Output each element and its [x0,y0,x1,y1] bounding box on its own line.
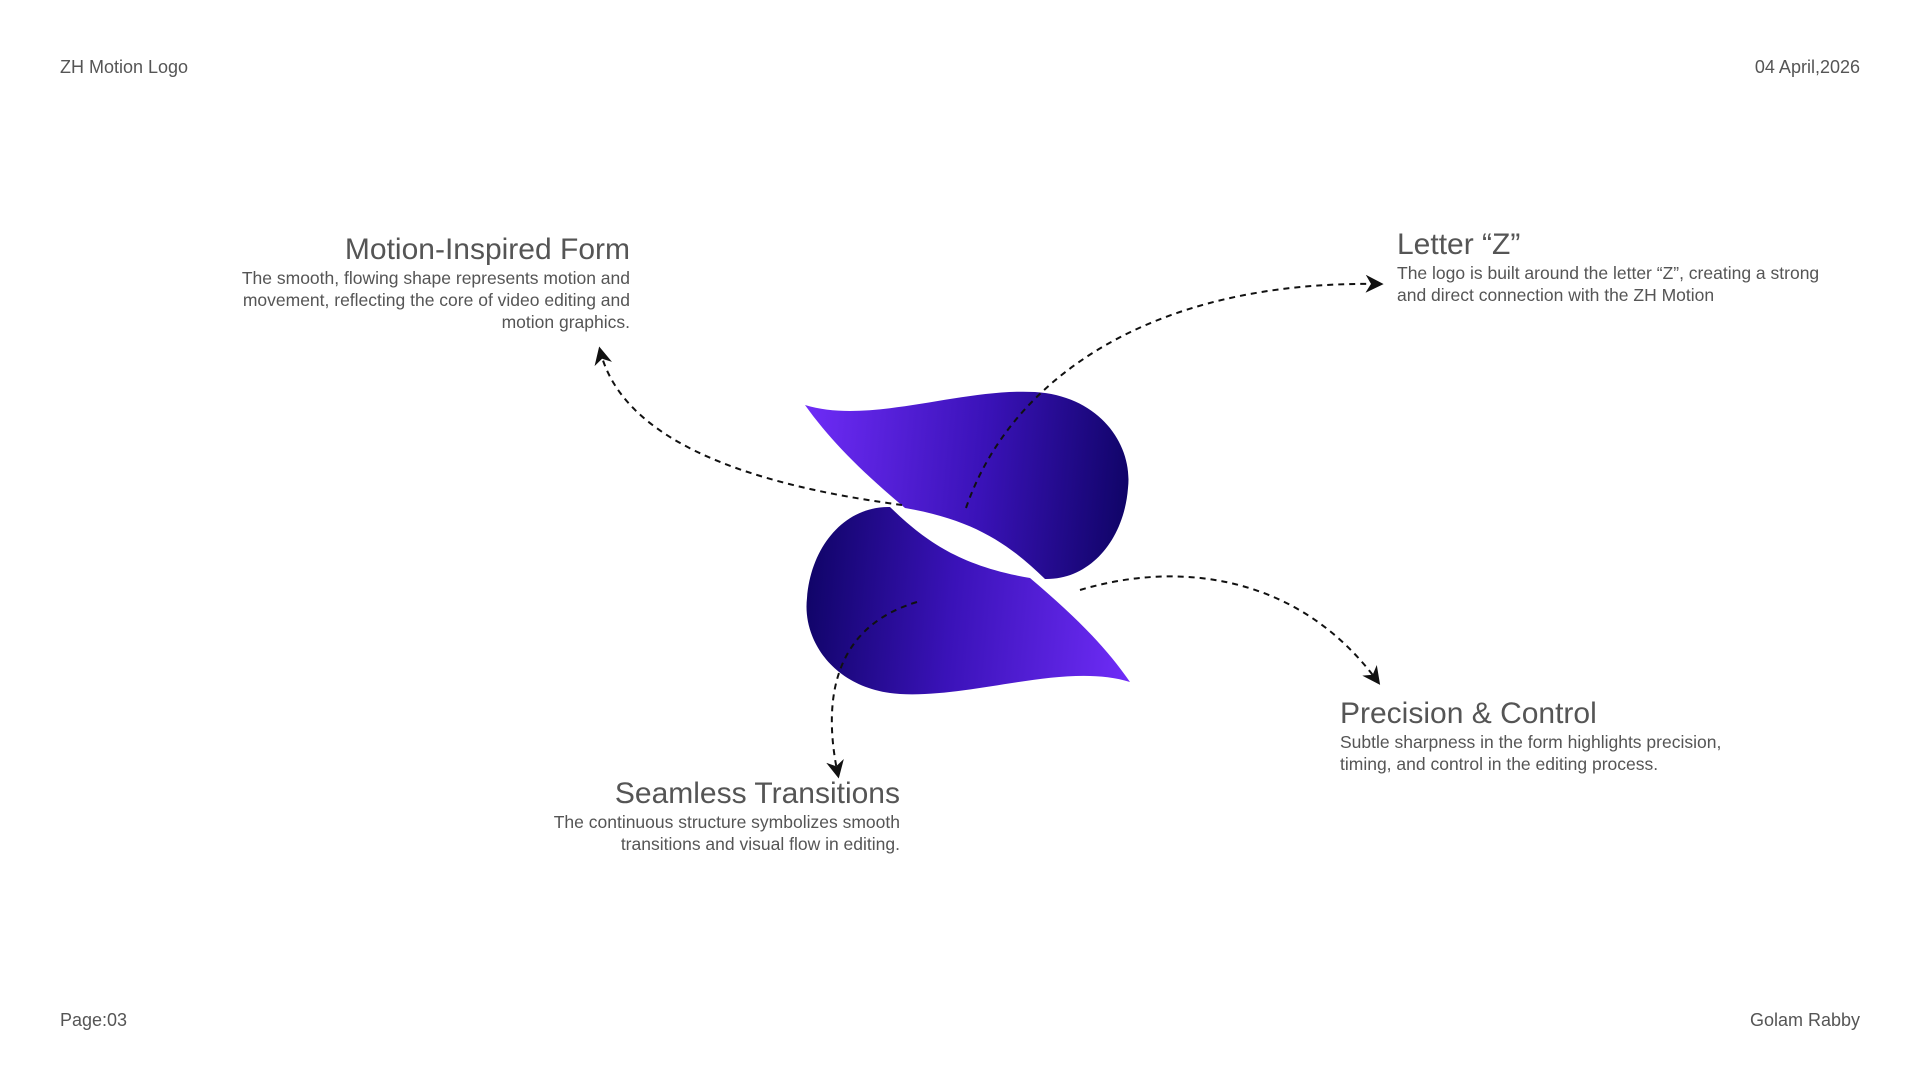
dashed-arrow-icon [1079,575,1381,685]
callout-description: The logo is built around the letter “Z”,… [1397,263,1820,305]
callout-letter-z: Letter “Z” The logo is built around the … [1397,228,1837,306]
callout-title: Precision & Control [1340,697,1597,730]
callout-seamless-transitions: Seamless Transitions The continuous stru… [480,777,900,855]
callout-description: The smooth, flowing shape represents mot… [241,268,630,332]
dashed-arrow-icon [594,346,903,506]
callout-description: Subtle sharpness in the form highlights … [1340,732,1722,774]
callout-motion-inspired-form: Motion-Inspired Form The smooth, flowing… [210,233,630,333]
callout-title: Letter “Z” [1397,228,1521,261]
dashed-arrow-icon [965,274,1384,509]
logo-bottom-shape [806,506,1130,695]
dashed-arrow-icon [826,601,918,779]
author-name: Golam Rabby [1749,1010,1860,1030]
callout-description: The continuous structure symbolizes smoo… [553,812,900,854]
logo-top-shape [805,391,1129,580]
slide-date: 04 April,2026 [1754,57,1860,77]
callout-precision-control: Precision & Control Subtle sharpness in … [1340,697,1740,775]
callout-title: Motion-Inspired Form [344,233,630,266]
callout-arrows [594,274,1384,779]
page-number: Page:03 [60,1010,128,1030]
zh-motion-z-logo-icon [805,391,1130,695]
callout-title: Seamless Transitions [614,777,900,810]
project-title: ZH Motion Logo [60,57,189,77]
